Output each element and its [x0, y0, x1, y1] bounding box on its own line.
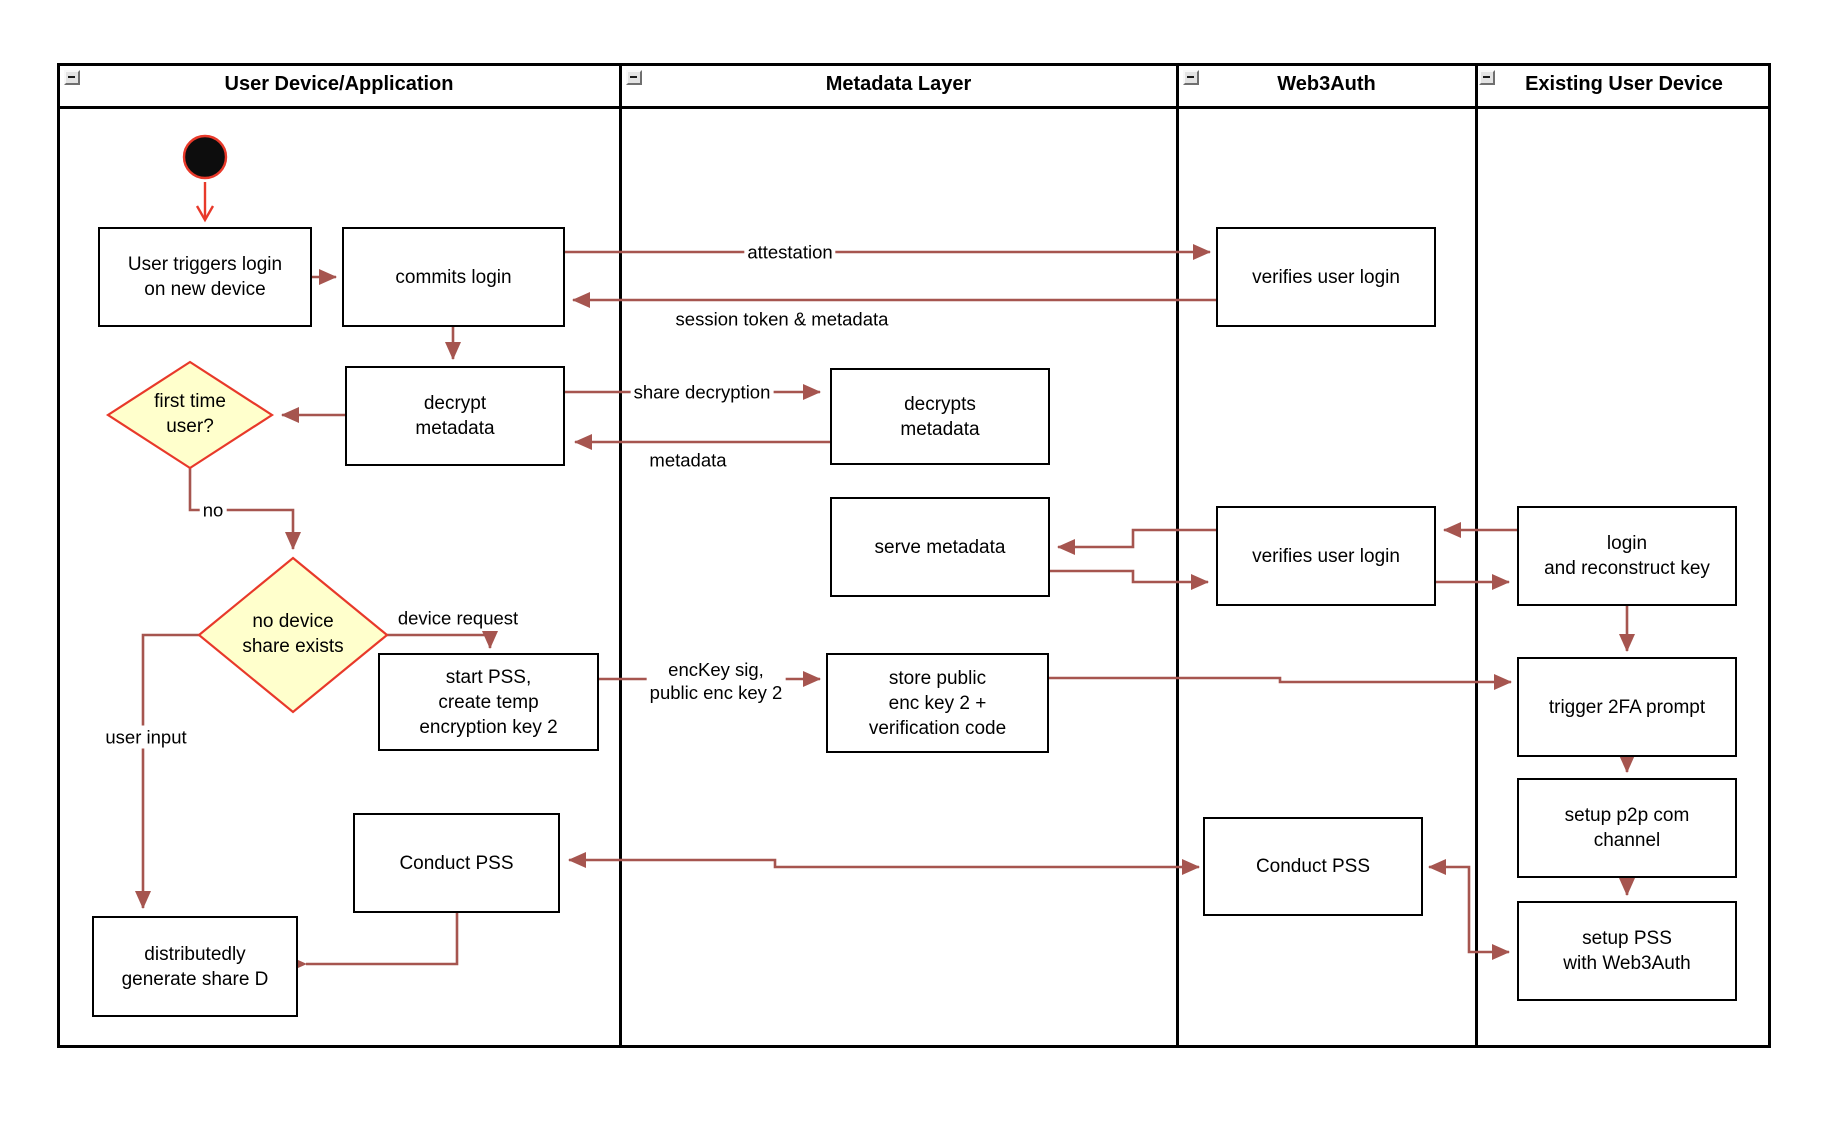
node-commits-login: commits login: [342, 227, 565, 327]
node-trigger-2fa: trigger 2FA prompt: [1517, 657, 1737, 757]
start-node: [182, 134, 228, 180]
collapse-icon[interactable]: [626, 70, 642, 85]
lane-divider-3: [1475, 63, 1478, 1048]
node-decrypts-metadata: decrypts metadata: [830, 368, 1050, 465]
collapse-icon[interactable]: [1183, 70, 1199, 85]
edge-verifies-to-serve: [1057, 528, 1216, 555]
node-serve-metadata: serve metadata: [830, 497, 1050, 597]
node-verifies-user-login-2: verifies user login: [1216, 506, 1436, 606]
edge-label-enckey: encKey sig, public enc key 2: [646, 658, 786, 704]
decision-text-first-time: first time user?: [154, 391, 226, 437]
decision-no-device-share: [197, 556, 389, 714]
edge-label-share-decryption: share decryption: [630, 380, 774, 404]
lane-title: User Device/Application: [224, 73, 454, 95]
node-login-reconstruct-key: login and reconstruct key: [1517, 506, 1737, 606]
edge-label-no: no: [199, 498, 227, 522]
lane-title: Metadata Layer: [825, 73, 972, 95]
diagram-frame: [57, 63, 1771, 1048]
edge-store-to-2fa: [1049, 674, 1512, 690]
lane-title: Web3Auth: [1277, 73, 1376, 95]
edge-user-input: [135, 633, 199, 909]
node-decrypt-metadata: decrypt metadata: [345, 366, 565, 466]
lane-divider-1: [619, 63, 622, 1048]
lane-header-metadata-layer: Metadata Layer: [621, 63, 1176, 106]
node-user-triggers-login: User triggers login on new device: [98, 227, 312, 327]
collapse-icon[interactable]: [1479, 70, 1495, 85]
node-conduct-pss-user: Conduct PSS: [353, 813, 560, 913]
decision-first-time-user: [105, 360, 275, 470]
node-generate-share-d: distributedly generate share D: [92, 916, 298, 1017]
lane-title: Existing User Device: [1525, 73, 1723, 95]
lane-header-existing-device: Existing User Device: [1477, 63, 1771, 106]
lane-header-web3auth: Web3Auth: [1178, 63, 1475, 106]
lane-header-user-device: User Device/Application: [59, 63, 619, 106]
node-setup-p2p: setup p2p com channel: [1517, 778, 1737, 878]
node-store-public-key: store public enc key 2 + verification co…: [826, 653, 1049, 753]
edge-label-attestation: attestation: [744, 240, 836, 264]
node-setup-pss-web3auth: setup PSS with Web3Auth: [1517, 901, 1737, 1001]
edge-conduct-to-generate: [289, 913, 459, 972]
node-conduct-pss-web3auth: Conduct PSS: [1203, 817, 1423, 916]
edge-label-user-input: user input: [102, 725, 190, 749]
node-verifies-user-login-1: verifies user login: [1216, 227, 1436, 327]
header-divider: [57, 106, 1771, 109]
edge-no: [188, 468, 301, 550]
edge-conduct-to-setup-pss: [1428, 859, 1510, 960]
decision-text-no-device-share: no device share exists: [242, 611, 344, 657]
edge-label-device-request: device request: [397, 607, 519, 629]
edge-device-request: [387, 631, 498, 649]
edge-label-session-token: session token & metadata: [675, 308, 889, 330]
collapse-icon[interactable]: [64, 70, 80, 85]
edge-label-metadata: metadata: [649, 449, 727, 471]
edge-serve-to-verifies: [1050, 569, 1209, 590]
lane-divider-2: [1176, 63, 1179, 1048]
edge-conduct-pss-link: [568, 852, 1200, 875]
node-start-pss: start PSS, create temp encryption key 2: [378, 653, 599, 751]
